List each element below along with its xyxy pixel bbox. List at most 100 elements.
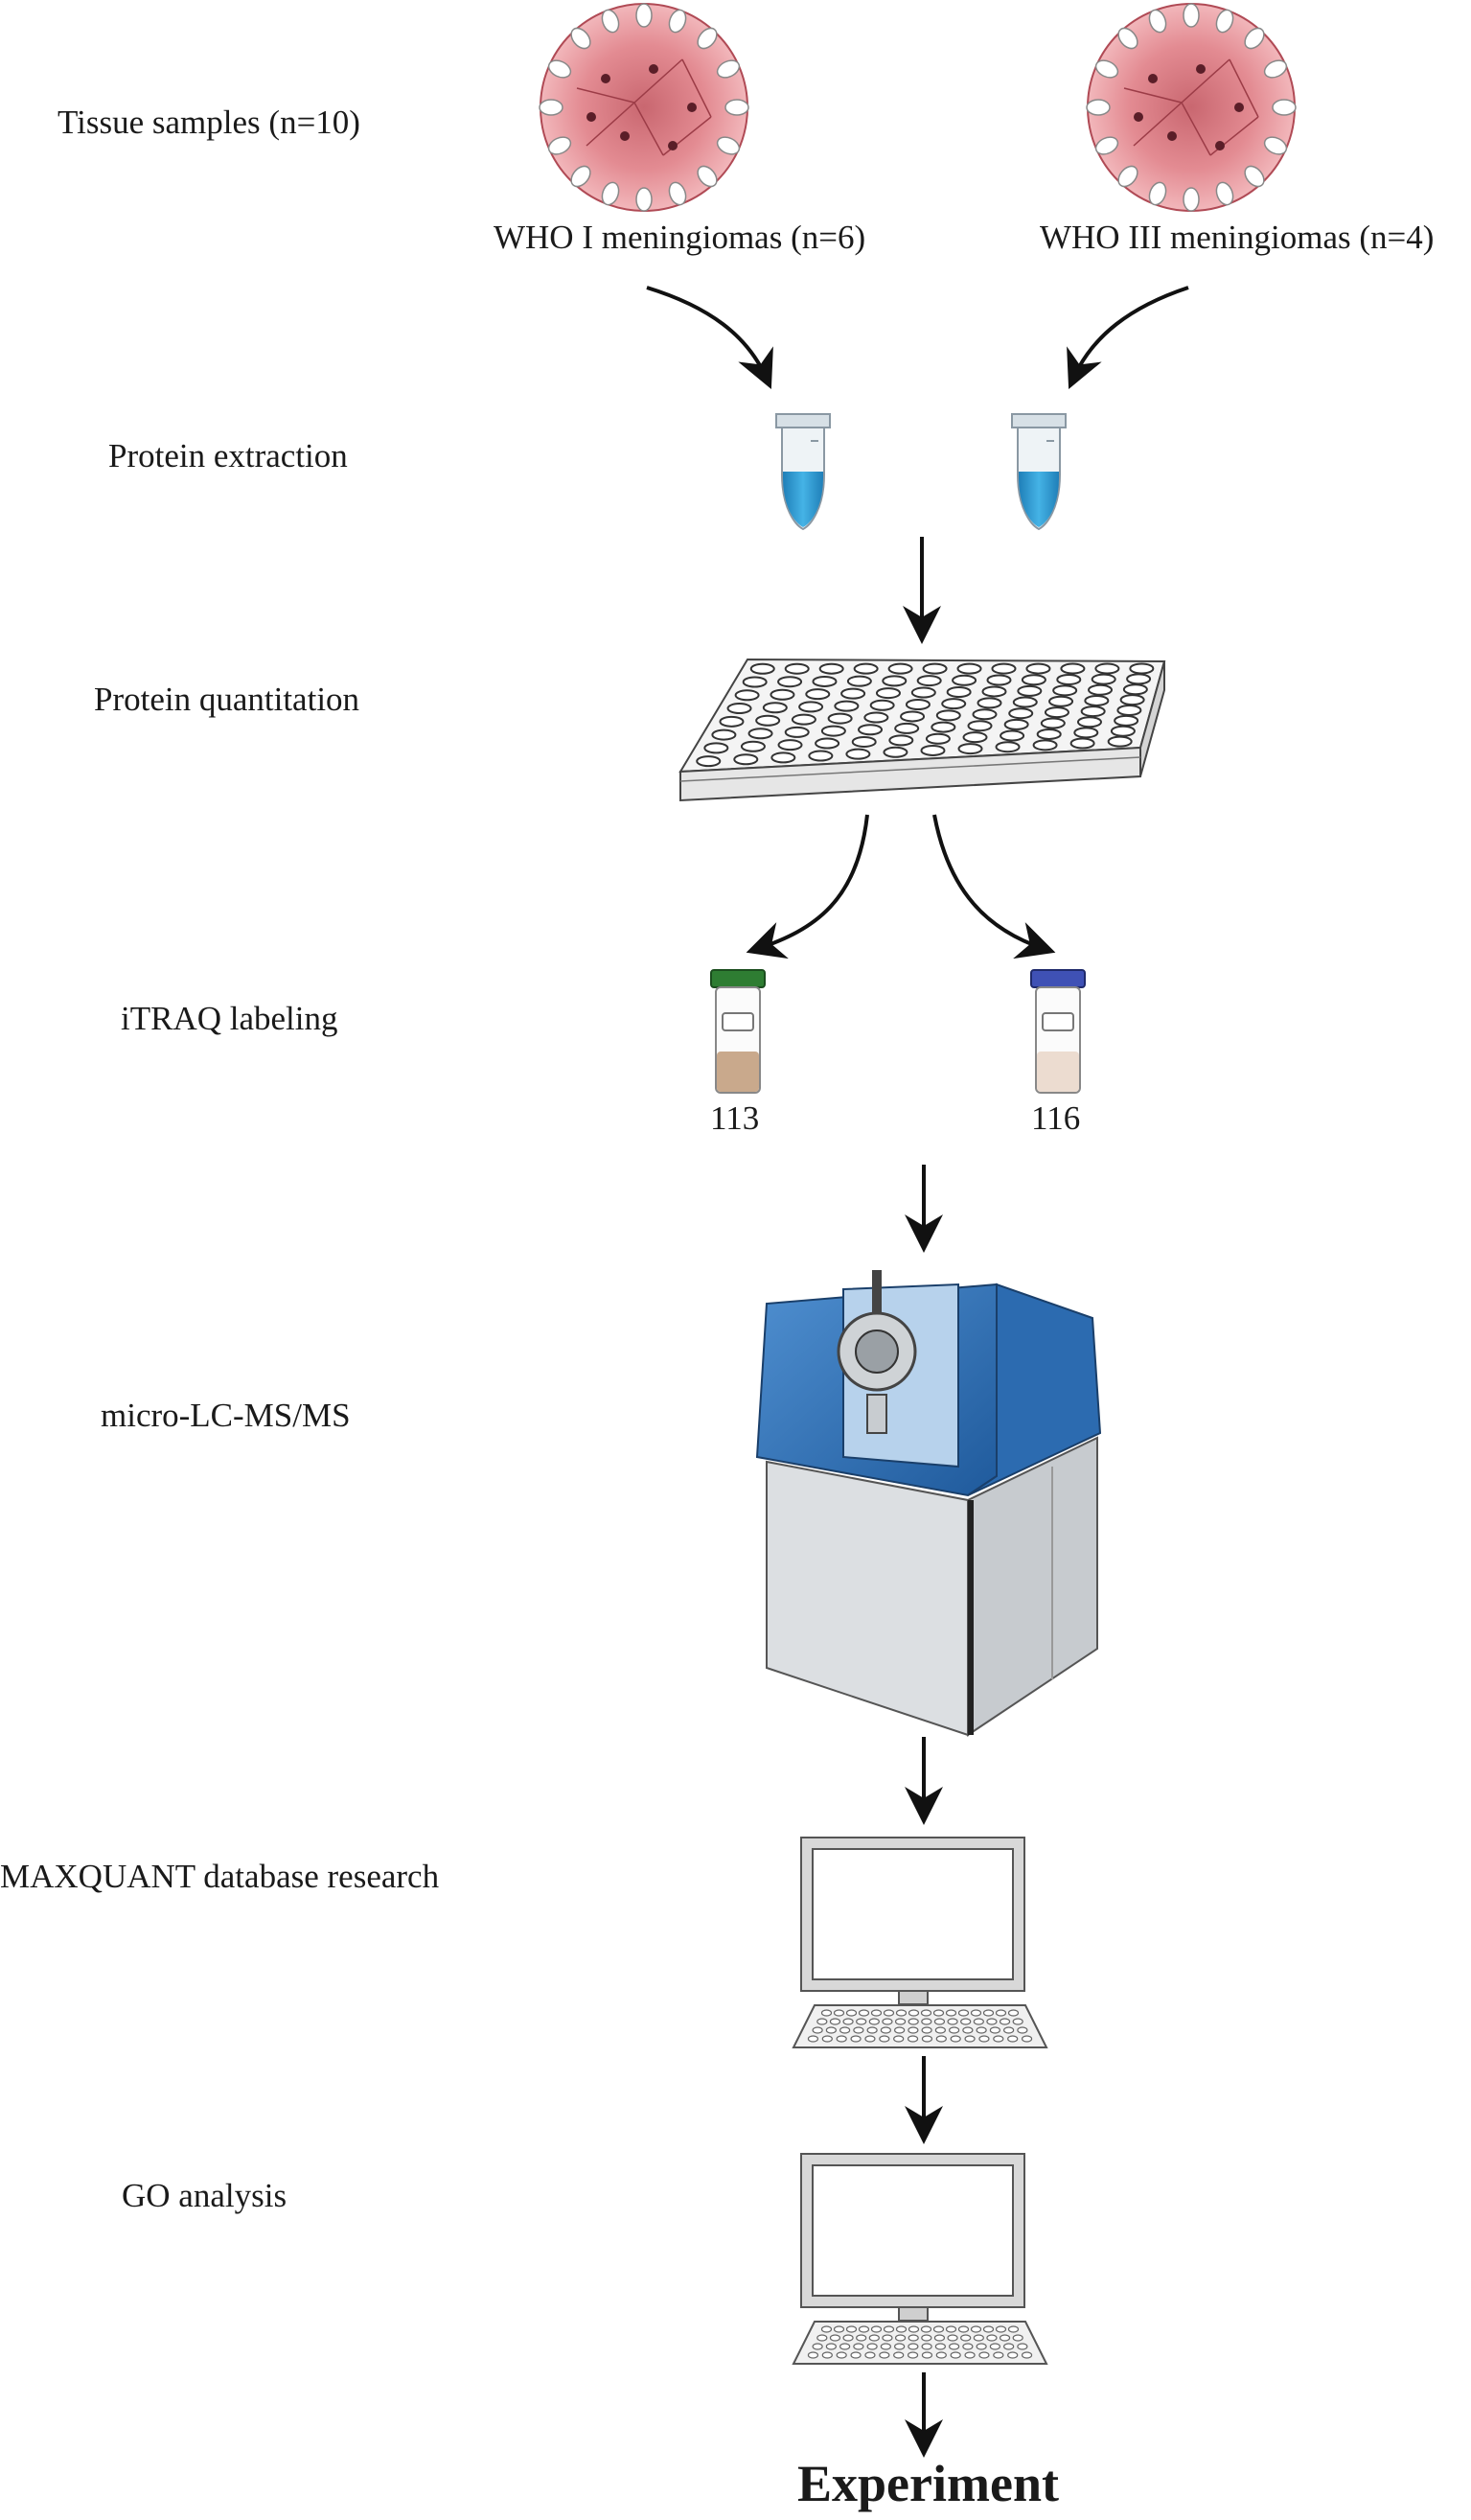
plate-well: [808, 750, 834, 762]
stage-label-quantitation: Protein quantitation: [94, 681, 360, 718]
plate-well: [925, 732, 951, 745]
plate-well: [1000, 729, 1025, 742]
keyboard-key: [986, 2018, 998, 2025]
sample-label-who3: WHO III meningiomas (n=4): [1040, 219, 1435, 256]
keyboard-key: [1007, 2351, 1019, 2359]
keyboard-key: [908, 2334, 919, 2342]
plate-well: [863, 711, 889, 724]
plate-well: [916, 675, 942, 687]
keyboard-icon: [792, 2321, 1048, 2365]
stage-label-go: GO analysis: [122, 2177, 287, 2214]
plate-well: [784, 662, 810, 675]
sample-label-who1: WHO I meningiomas (n=6): [494, 219, 866, 256]
keyboard-key: [833, 2325, 845, 2333]
keyboard-key: [1007, 2035, 1019, 2043]
keyboard-key: [858, 2009, 870, 2017]
plate-well: [972, 708, 998, 721]
keyboard-key: [978, 2351, 990, 2359]
plate-well: [1008, 707, 1034, 720]
keyboard-key: [982, 2325, 995, 2333]
keyboard-key: [868, 2018, 880, 2025]
keyboard-key: [947, 2334, 958, 2342]
keyboard-key: [883, 2325, 895, 2333]
keyboard-key: [1012, 2018, 1023, 2025]
plate-well: [956, 662, 982, 675]
keyboard-key: [894, 2334, 907, 2342]
keyboard-key: [1012, 2334, 1023, 2342]
keyboard-key: [868, 2334, 880, 2342]
keyboard-key: [820, 2325, 833, 2333]
keyboard-key: [845, 2009, 858, 2017]
plate-well: [733, 753, 759, 766]
keyboard-key: [908, 2325, 920, 2333]
plate-well: [1012, 696, 1038, 708]
plate-well: [952, 674, 977, 686]
plate-well: [1110, 725, 1136, 737]
keyboard-key: [933, 2018, 946, 2025]
reagent-vial-icon: [710, 969, 766, 1094]
keyboard-key: [894, 2343, 906, 2350]
plate-well: [742, 676, 768, 688]
keyboard-key: [821, 2035, 833, 2043]
plate-well: [1126, 673, 1152, 685]
keyboard-key: [907, 2035, 919, 2043]
plate-well: [734, 689, 760, 702]
plate-well: [815, 737, 840, 750]
plate-well: [1094, 662, 1120, 675]
keyboard-key: [807, 2351, 819, 2359]
plate-well: [719, 715, 745, 728]
plate-well: [1119, 694, 1145, 706]
plate-well: [905, 698, 931, 710]
keyboard-key: [812, 2343, 823, 2350]
keyboard-key: [894, 2026, 906, 2034]
keyboard-key: [935, 2035, 947, 2043]
arrow-icon: [932, 814, 1056, 959]
keyboard-key: [1003, 2026, 1015, 2034]
plate-well: [920, 744, 946, 756]
keyboard-key: [853, 2343, 864, 2350]
plate-well: [1044, 706, 1069, 719]
plate-well: [1036, 728, 1062, 740]
plate-well: [1032, 739, 1058, 751]
plate-well: [894, 722, 920, 734]
plate-well: [791, 713, 816, 726]
arrow-icon: [1067, 286, 1189, 389]
keyboard-key: [880, 2026, 891, 2034]
plate-well: [1040, 717, 1066, 729]
keyboard-key: [825, 2026, 837, 2034]
keyboard-key: [839, 2026, 851, 2034]
keyboard-key: [812, 2026, 823, 2034]
plate-well: [986, 674, 1012, 686]
stage-label-labeling: iTRAQ labeling: [121, 1000, 338, 1037]
keyboard-key: [945, 2009, 957, 2017]
plate-well: [1060, 662, 1086, 675]
keyboard-key: [976, 2343, 987, 2350]
keyboard-key: [989, 2026, 1000, 2034]
plate-well: [1073, 727, 1099, 739]
keyboard-key: [829, 2334, 841, 2342]
keyboard-key: [960, 2018, 972, 2025]
keyboard-key: [833, 2009, 845, 2017]
keyboard-key: [921, 2026, 932, 2034]
well-plate-icon: [678, 658, 1166, 802]
keyboard-key: [934, 2026, 946, 2034]
plate-well: [931, 721, 956, 733]
keyboard-key: [879, 2351, 890, 2359]
keyboard-key: [845, 2325, 858, 2333]
keyboard-key: [864, 2035, 876, 2043]
plate-well: [853, 662, 879, 675]
plate-well: [935, 709, 961, 722]
keyboard-key: [816, 2018, 828, 2025]
plate-well: [1122, 683, 1148, 696]
plate-well: [812, 675, 838, 687]
keyboard-key: [970, 2325, 982, 2333]
reagent-vial-icon: [1030, 969, 1086, 1094]
keyboard-key: [945, 2325, 957, 2333]
plate-well: [1048, 695, 1074, 707]
plate-well: [777, 676, 803, 688]
keyboard-key: [933, 2334, 946, 2342]
plate-well: [1084, 694, 1110, 706]
keyboard-key: [866, 2343, 878, 2350]
plate-well: [995, 741, 1021, 753]
plate-well: [770, 751, 796, 764]
